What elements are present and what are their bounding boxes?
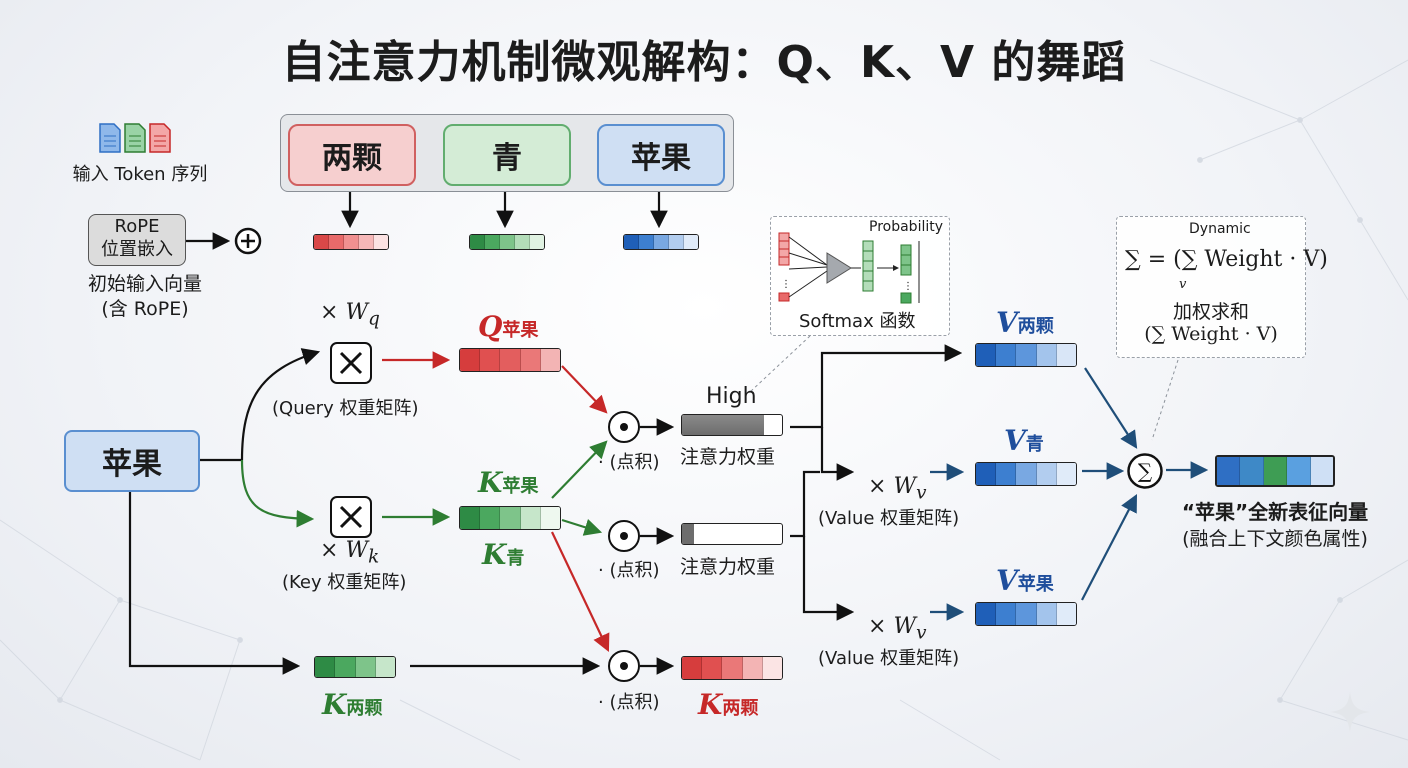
v-qing-label: V青 [1004,424,1044,457]
q-apple-vector [459,348,561,372]
svg-text:⋮: ⋮ [781,279,791,290]
dot-product-label-1: · (点积) [598,452,660,473]
output-label-2: (融合上下文颜色属性) [1182,528,1368,550]
attention-weight-bar-high [681,414,783,436]
document-icons [98,122,174,154]
softmax-diagram-icon: ⋮ ⋮ [778,232,920,304]
token-apple: 苹果 [597,124,725,186]
wk-symbol: × Wk [320,538,380,568]
v-qing-vector [975,462,1077,486]
dot-product-label-3: · (点积) [598,692,660,713]
q-apple-label: Q苹果 [478,310,539,343]
dot-product-icon-1 [608,411,640,443]
softmax-title: Probability [869,219,944,235]
weighted-sum-formula: ∑ = (∑ Weight · V) [1125,247,1328,272]
k-two-vector [314,656,396,678]
v-apple-vector [975,602,1077,626]
wv-caption-1: (Value 权重矩阵) [818,508,960,529]
wv-caption-2: (Value 权重矩阵) [818,648,960,669]
k-two-label: K两颗 [322,688,383,721]
weighted-sum-label-2: (∑ Weight · V) [1144,323,1278,345]
dot-product-icon-3 [608,650,640,682]
attention-weight-bar-low [681,523,783,545]
output-label-1: “苹果”全新表征向量 [1181,500,1369,524]
output-vector [1215,455,1335,487]
wk-caption: (Key 权重矩阵) [282,572,407,593]
wv-symbol-1: × Wv [868,474,927,504]
input-sequence-label: 输入 Token 序列 [72,164,208,185]
plus-circle-icon [234,227,262,255]
token-two: 两颗 [288,124,416,186]
attention-weight-label-2: 注意力权重 [680,556,776,578]
high-label: High [706,384,757,409]
wq-caption: (Query 权重矩阵) [272,398,419,419]
page-title: 自注意力机制微观解构：Q、K、V 的舞蹈 [281,37,1127,88]
softmax-label: Softmax 函数 [799,311,916,332]
v-two-label: V两颗 [996,306,1054,339]
weighted-sum-label-1: 加权求和 [1172,301,1249,323]
attention-weight-label-1: 注意力权重 [680,446,776,468]
wk-multiply-icon [330,496,372,538]
embedding-two [313,234,389,250]
embedding-qing [469,234,545,250]
dot-product-icon-2 [608,520,640,552]
attention-weight-fill-low [682,524,694,544]
attention-weight-fill-high [682,415,764,435]
v-apple-label: V苹果 [996,564,1054,597]
k-two-result-label: K两颗 [698,688,759,721]
main-token-apple: 苹果 [64,430,200,492]
embedding-apple [623,234,699,250]
token-qing: 青 [443,124,571,186]
wq-symbol: × Wq [320,300,380,330]
weighted-sum-formula-sub: v [1179,277,1187,292]
initial-vectors-label: 初始输入向量 (含 RoPE) [87,273,202,320]
k-apple-label: K苹果 [478,466,539,499]
svg-text:⋮: ⋮ [903,281,913,292]
k-apple-vector [459,506,561,530]
wv-symbol-2: × Wv [868,614,927,644]
document-blue-icon [99,123,121,153]
weighted-sum-inset: Dynamic ∑ = (∑ Weight · V) v 加权求和 (∑ Wei… [1116,216,1328,358]
softmax-inset: Probability ⋮ ⋮ Softmax 函数 [770,216,950,336]
v-two-vector [975,343,1077,367]
document-green-icon [124,123,146,153]
rope-box: RoPE 位置嵌入 [88,214,186,266]
wq-multiply-icon [330,342,372,384]
k-two-result-vector [681,656,783,680]
svg-text:∑: ∑ [1138,459,1153,483]
document-red-icon [149,123,171,153]
sparkle-icon [1328,690,1372,734]
dynamic-label: Dynamic [1189,221,1251,237]
dot-product-label-2: · (点积) [598,560,660,581]
k-qing-label: K青 [482,538,525,571]
sigma-circle-icon: ∑ [1126,452,1164,490]
